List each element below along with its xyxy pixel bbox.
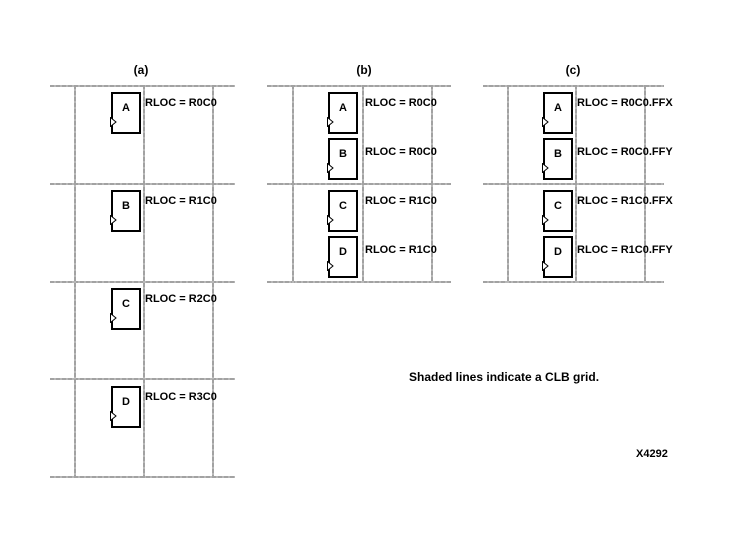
section-label-b: (b) [356, 63, 372, 77]
clock-input-icon [327, 163, 334, 173]
figure-caption: Shaded lines indicate a CLB grid. [409, 370, 600, 384]
rloc-constraint-label: RLOC = R1C0.FFY [577, 244, 673, 256]
flipflop-name: C [554, 200, 562, 212]
section-label-c: (c) [565, 63, 581, 77]
rloc-constraint-label: RLOC = R1C0 [365, 244, 437, 256]
clock-input-icon [542, 215, 549, 225]
clock-input-icon [327, 117, 334, 127]
grid-line [50, 378, 235, 380]
grid-line [143, 85, 145, 478]
rloc-constraint-label: RLOC = R3C0 [145, 391, 217, 403]
clock-input-icon [327, 261, 334, 271]
flipflop-name: C [339, 200, 347, 212]
flipflop-name: D [122, 396, 130, 408]
clock-input-icon [110, 411, 117, 421]
grid-line [50, 183, 235, 185]
grid-line [212, 85, 214, 478]
flipflop-box: B [542, 138, 573, 180]
clock-input-icon [110, 215, 117, 225]
flipflop-name: B [554, 148, 562, 160]
clock-input-icon [110, 313, 117, 323]
flipflop-box: A [542, 92, 573, 134]
rloc-constraint-label: RLOC = R0C0 [365, 97, 437, 109]
figure-number: X4292 [636, 448, 668, 460]
flipflop-name: D [339, 246, 347, 258]
grid-line [483, 183, 664, 185]
flipflop-box: D [110, 386, 141, 428]
grid-line [267, 183, 451, 185]
grid-line [50, 281, 235, 283]
grid-line [483, 85, 664, 87]
rloc-constraint-label: RLOC = R0C0 [365, 146, 437, 158]
flipflop-name: B [122, 200, 130, 212]
flipflop-name: A [554, 102, 562, 114]
grid-line [507, 85, 509, 283]
flipflop-name: B [339, 148, 347, 160]
clock-input-icon [327, 215, 334, 225]
clock-input-icon [110, 117, 117, 127]
rloc-constraint-label: RLOC = R2C0 [145, 293, 217, 305]
flipflop-box: B [327, 138, 358, 180]
clock-input-icon [542, 261, 549, 271]
rloc-constraint-label: RLOC = R0C0.FFY [577, 146, 673, 158]
flipflop-name: D [554, 246, 562, 258]
grid-line [575, 85, 577, 283]
flipflop-box: C [327, 190, 358, 232]
grid-line [362, 85, 364, 283]
grid-line [74, 85, 76, 478]
flipflop-box: A [110, 92, 141, 134]
flipflop-box: A [327, 92, 358, 134]
grid-line [267, 85, 451, 87]
flipflop-name: A [122, 102, 130, 114]
flipflop-box: D [327, 236, 358, 278]
flipflop-name: C [122, 298, 130, 310]
grid-line [50, 476, 235, 478]
rloc-constraint-label: RLOC = R1C0.FFX [577, 195, 673, 207]
flipflop-box: D [542, 236, 573, 278]
flipflop-box: C [110, 288, 141, 330]
grid-line [644, 85, 646, 283]
clock-input-icon [542, 163, 549, 173]
grid-line [292, 85, 294, 283]
rloc-constraint-label: RLOC = R0C0.FFX [577, 97, 673, 109]
grid-line [483, 281, 664, 283]
grid-line [431, 85, 433, 283]
rloc-constraint-label: RLOC = R1C0 [365, 195, 437, 207]
rloc-constraint-label: RLOC = R0C0 [145, 97, 217, 109]
flipflop-box: B [110, 190, 141, 232]
grid-line [50, 85, 235, 87]
clock-input-icon [542, 117, 549, 127]
flipflop-box: C [542, 190, 573, 232]
grid-line [267, 281, 451, 283]
section-label-a: (a) [133, 63, 149, 77]
rloc-constraint-label: RLOC = R1C0 [145, 195, 217, 207]
flipflop-name: A [339, 102, 347, 114]
